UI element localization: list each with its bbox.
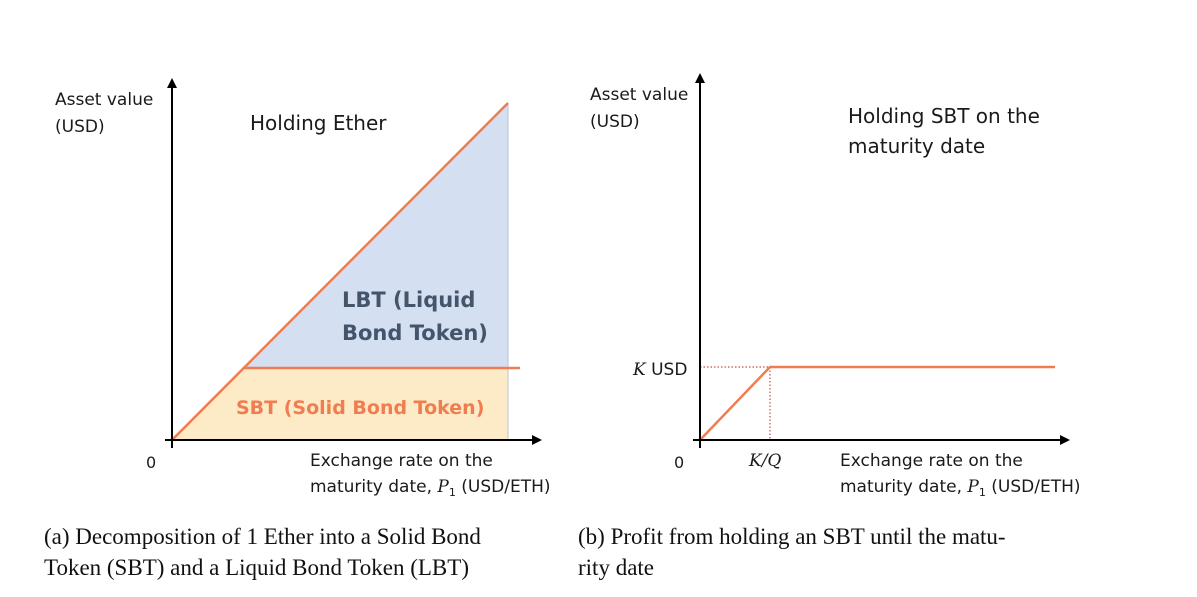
lbt-label-line1: LBT (Liquid [342, 288, 475, 312]
caption-b-line1: (b) Profit from holding an SBT until the… [578, 524, 1006, 549]
panel-b-diagram: Asset value (USD) Holding SBT on the mat… [590, 73, 1081, 499]
x-axis-label-a-line1: Exchange rate on the [310, 451, 493, 471]
caption-b: (b) Profit from holding an SBT until the… [578, 521, 1006, 583]
sbt-label: SBT (Solid Bond Token) [236, 397, 484, 419]
x-axis-label-b-line1: Exchange rate on the [840, 451, 1023, 471]
sbt-region [172, 368, 508, 440]
panel-a-diagram: Asset value (USD) Holding Ether LBT (Liq… [55, 78, 551, 499]
x-axis-label-b-line2: maturity date, P1 (USD/ETH) [840, 477, 1081, 499]
origin-label-b: 0 [674, 453, 684, 472]
origin-label-a: 0 [146, 453, 156, 472]
x-axis-label-a-line2: maturity date, P1 (USD/ETH) [310, 477, 551, 499]
y-axis-label-a-line2: (USD) [55, 117, 105, 137]
panel-a-title: Holding Ether [250, 111, 387, 135]
caption-a-line2: Token (SBT) and a Liquid Bond Token (LBT… [44, 555, 469, 580]
sbt-payoff-line [699, 365, 1055, 441]
lbt-label-line2: Bond Token) [342, 321, 488, 345]
caption-a: (a) Decomposition of 1 Ether into a Soli… [44, 521, 481, 583]
caption-a-line1: (a) Decomposition of 1 Ether into a Soli… [44, 524, 481, 549]
y-axis-label-a-line1: Asset value [55, 90, 153, 110]
y-axis-label-b-line2: (USD) [590, 112, 640, 132]
kq-tick-label: K/Q [748, 451, 781, 471]
y-axis-label-b-line1: Asset value [590, 85, 688, 105]
k-usd-label: K USD [632, 360, 687, 380]
ether-payoff-line [171, 102, 509, 441]
panel-b-title-line2: maturity date [848, 134, 985, 158]
caption-b-line2: rity date [578, 555, 654, 580]
panel-b-title-line1: Holding SBT on the [848, 104, 1040, 128]
